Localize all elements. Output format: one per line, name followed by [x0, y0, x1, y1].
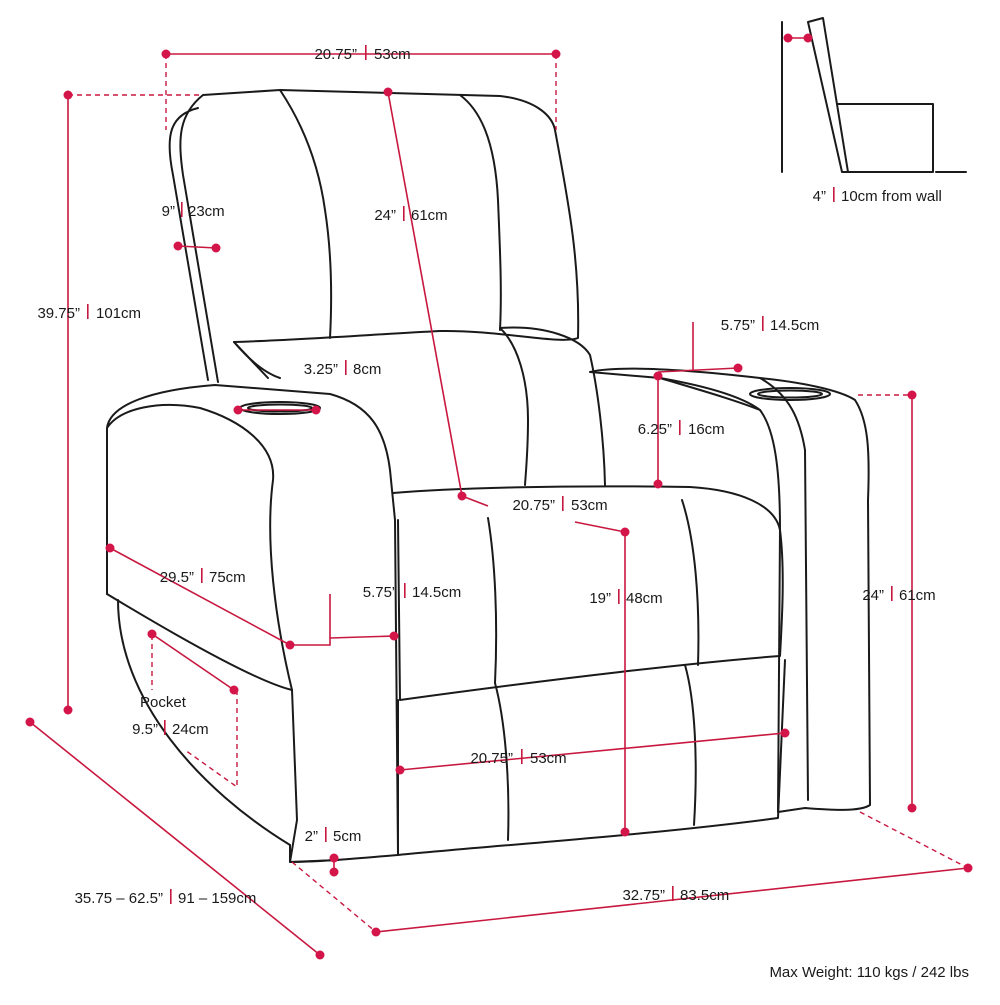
dimension-labels: 20.75” 53cm 39.75” 101cm 9” 23cm 24” 61c…	[37, 45, 969, 981]
seat-width-metric: 53cm	[571, 497, 608, 514]
console-width-imperial: 5.75”	[721, 317, 755, 334]
lumbar-cushion	[233, 326, 606, 486]
top-width-metric: 53cm	[374, 46, 411, 63]
console-height-metric: 16cm	[688, 421, 725, 438]
seat-height-imperial: 19”	[589, 590, 611, 607]
left-armrest	[106, 384, 399, 863]
dimension-lines	[29, 53, 969, 956]
back-height-imperial: 24”	[374, 207, 396, 224]
arm-length-metric: 75cm	[209, 569, 246, 586]
arm-width-metric: 14.5cm	[412, 584, 461, 601]
arm-width-imperial: 5.75”	[363, 584, 397, 601]
overall-height-imperial: 39.75”	[37, 305, 80, 322]
base-left	[289, 844, 339, 863]
headrest-depth-imperial: 9”	[162, 203, 175, 220]
depth-imperial: 35.75 – 62.5”	[75, 890, 163, 907]
dimension-endpoints	[25, 33, 973, 960]
cupholder-imperial: 3.25”	[304, 361, 338, 378]
footrest	[397, 659, 786, 856]
wall-clearance-metric: 10cm from wall	[841, 188, 942, 205]
arm-height-metric: 61cm	[899, 587, 936, 604]
cupholder-metric: 8cm	[353, 361, 381, 378]
footrest-width-metric: 53cm	[530, 750, 567, 767]
console-width-metric: 14.5cm	[770, 317, 819, 334]
leg-height-metric: 5cm	[333, 828, 361, 845]
side-profile	[807, 17, 934, 173]
headrest-depth-metric: 23cm	[188, 203, 225, 220]
footrest-width-imperial: 20.75”	[470, 750, 513, 767]
overall-height-metric: 101cm	[96, 305, 141, 322]
overall-width-metric: 83.5cm	[680, 887, 729, 904]
wall-clearance-imperial: 4”	[813, 188, 826, 205]
arm-height-imperial: 24”	[862, 587, 884, 604]
backrest	[179, 89, 580, 383]
overall-width-imperial: 32.75”	[622, 887, 665, 904]
pocket-metric: 24cm	[172, 721, 209, 738]
backrest-side-seam	[168, 107, 209, 381]
seat-height-metric: 48cm	[626, 590, 663, 607]
seat-width-imperial: 20.75”	[512, 497, 555, 514]
back-height-metric: 61cm	[411, 207, 448, 224]
depth-metric: 91 – 159cm	[178, 890, 256, 907]
console-height-imperial: 6.25”	[638, 421, 672, 438]
pocket-label: Pocket	[140, 694, 187, 711]
max-weight-label: Max Weight: 110 kgs / 242 lbs	[769, 964, 969, 981]
arm-length-imperial: 29.5”	[160, 569, 194, 586]
top-width-imperial: 20.75”	[314, 46, 357, 63]
right-cupholder	[749, 387, 831, 401]
pocket-imperial: 9.5”	[132, 721, 158, 738]
leg-height-imperial: 2”	[305, 828, 318, 845]
seat-cushion	[392, 485, 784, 701]
